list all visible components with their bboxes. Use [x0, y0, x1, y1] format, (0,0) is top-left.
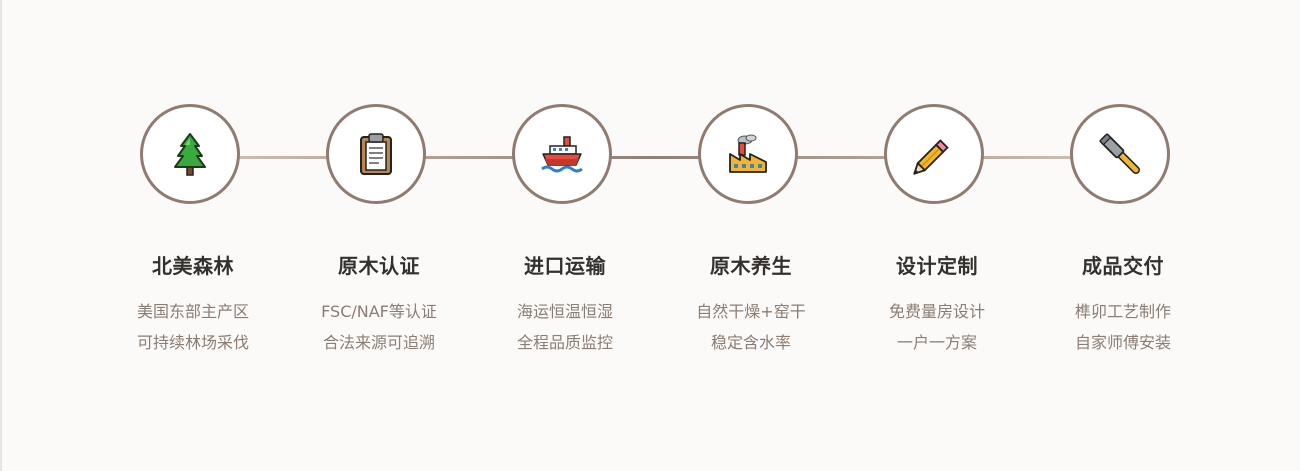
- step-description-line-1: 海运恒温恒湿: [516, 302, 613, 321]
- step-icon-circle: [884, 104, 984, 204]
- step-title: 原木认证: [338, 254, 420, 278]
- process-step-seasoning: 原木养生 自然干燥+窑干 稳定含水率: [658, 0, 844, 471]
- step-description-line-1: 免费量房设计: [888, 302, 985, 321]
- step-title: 原木养生: [710, 254, 792, 278]
- process-step-delivery: 成品交付 榫卯工艺制作 自家师傅安装: [1030, 0, 1216, 471]
- hammer-icon: [1098, 132, 1142, 176]
- factory-icon: [726, 134, 770, 174]
- step-icon-circle: [326, 104, 426, 204]
- step-description-line-2: 合法来源可追溯: [322, 333, 435, 352]
- step-icon-circle: [1070, 104, 1170, 204]
- timeline-connector-line: [189, 156, 1119, 159]
- step-description-line-1: 美国东部主产区: [136, 302, 249, 321]
- tree-icon: [170, 132, 210, 176]
- step-title: 设计定制: [896, 254, 978, 278]
- step-description-line-2: 全程品质监控: [516, 333, 613, 352]
- clipboard-icon: [358, 132, 394, 176]
- step-title: 成品交付: [1082, 254, 1164, 278]
- step-description-line-2: 自家师傅安装: [1074, 333, 1171, 352]
- step-title: 北美森林: [152, 254, 234, 278]
- process-step-forest: 北美森林 美国东部主产区 可持续林场采伐: [100, 0, 286, 471]
- pencil-icon: [912, 132, 956, 176]
- step-icon-circle: [698, 104, 798, 204]
- step-description-line-1: 自然干燥+窑干: [696, 302, 806, 321]
- process-step-shipping: 进口运输 海运恒温恒湿 全程品质监控: [472, 0, 658, 471]
- step-description-line-2: 一户一方案: [896, 333, 977, 352]
- step-description-line-2: 可持续林场采伐: [136, 333, 249, 352]
- step-title: 进口运输: [524, 254, 606, 278]
- ship-icon: [540, 134, 584, 174]
- step-description-line-1: 榫卯工艺制作: [1074, 302, 1171, 321]
- step-description-line-2: 稳定含水率: [710, 333, 791, 352]
- step-icon-circle: [512, 104, 612, 204]
- process-step-certification: 原木认证 FSC/NAF等认证 合法来源可追溯: [286, 0, 472, 471]
- step-icon-circle: [140, 104, 240, 204]
- step-description-line-1: FSC/NAF等认证: [321, 302, 437, 321]
- process-step-design: 设计定制 免费量房设计 一户一方案: [844, 0, 1030, 471]
